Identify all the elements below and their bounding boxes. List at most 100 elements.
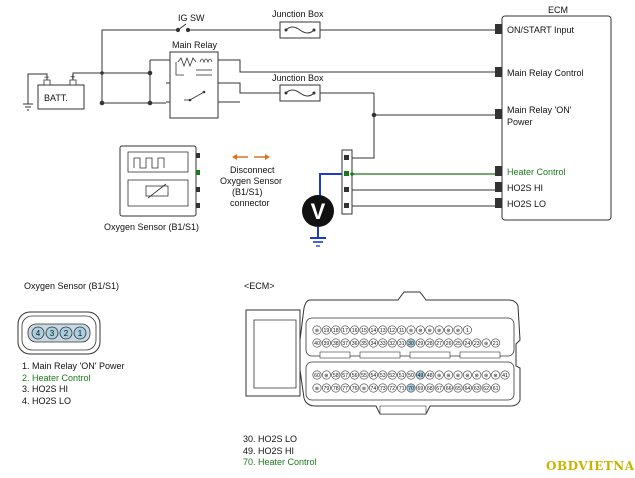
ecm-pin-label: 29 (418, 341, 424, 347)
ecm-pin-label: 61 (493, 386, 499, 392)
ecm-pin-label: ⊛ (484, 341, 488, 347)
ecm-pin-label: ⊛ (446, 373, 450, 379)
ecm-label-on-start: ON/START Input (507, 25, 575, 35)
ecm-pin-label: 77 (342, 386, 348, 392)
ecm-pin-label: 26 (446, 341, 452, 347)
ecm-pin-label: 63 (474, 386, 480, 392)
ecm-pin-label: ⊛ (446, 328, 450, 334)
ecm-pin-ho2s-lo (495, 198, 502, 208)
ecm-pin-72 (387, 383, 397, 393)
ecm-pin-label: 28 (427, 341, 433, 347)
ecm-pin-69 (415, 383, 425, 393)
ecm-pin-ho2s-hi (495, 182, 502, 192)
disconnect-note: Disconnect Oxygen Sensor (B1/S1) connect… (220, 154, 282, 208)
ecm-pin-35 (359, 338, 369, 348)
ecm-pin-label: 13 (380, 328, 386, 334)
ecm-pin-label: 32 (389, 341, 395, 347)
ecm-pin-label: 17 (342, 328, 348, 334)
ecm-pin-unused (453, 325, 463, 335)
ecm-pin-71 (397, 383, 407, 393)
ecm-pin-label: 11 (399, 328, 404, 334)
ecm-pin-31 (397, 338, 407, 348)
ecm-pin-unused (321, 370, 331, 380)
disconnect-line-3: (B1/S1) (232, 187, 263, 197)
ecm-pin-49 (415, 370, 425, 380)
sensor-pin-label-4: 4 (36, 329, 41, 338)
ecm-pin-legend: 30. HO2S LO 49. HO2S HI 70. Heater Contr… (243, 434, 317, 469)
ecm-pin-label: 25 (455, 341, 461, 347)
junction-box-2-label: Junction Box (272, 73, 324, 83)
ecm-pin-64 (462, 383, 472, 393)
ecm-pin-23 (472, 338, 482, 348)
ecm-pin-label: 65 (455, 386, 461, 392)
ecm-pin-unused (472, 370, 482, 380)
relay-wiring (99, 59, 495, 159)
ecm-pin-70 (406, 383, 416, 393)
ecm-pin-40 (312, 338, 322, 348)
junction-box-1: Junction Box (272, 9, 324, 39)
ecm-pin-label: 66 (446, 386, 452, 392)
ecm-pin-label: 23 (474, 341, 480, 347)
harness-connector (341, 149, 353, 215)
ecm-pin-label: 38 (333, 341, 339, 347)
ecm-pin-27 (434, 338, 444, 348)
ecm-pin-label: ⊛ (324, 373, 328, 379)
ecm-pin-1 (462, 325, 472, 335)
ecm-pin-label: ⊛ (437, 328, 441, 334)
ecm-pin-73 (378, 383, 388, 393)
ecm-pin-label: 40 (314, 341, 320, 347)
ecm-pin-on-start (495, 24, 502, 34)
ecm-pin-label: 24 (465, 341, 471, 347)
ecm-pin-30 (406, 338, 416, 348)
sensor-pin-2 (59, 326, 73, 340)
ecm-pin-label: 14 (371, 328, 377, 334)
ecm-pin-41 (500, 370, 510, 380)
ecm-pin-label: 31 (399, 341, 405, 347)
ecm-pin-label: 72 (389, 386, 395, 392)
ecm-pin-unused (434, 325, 444, 335)
ecm-pin-label: 16 (352, 328, 358, 334)
sensor-pin-label-2: 2 (64, 329, 69, 338)
ecm-pin-label: 36 (352, 341, 358, 347)
ecm-pin-label: ⊛ (428, 328, 432, 334)
ig-switch-circuit (101, 23, 495, 103)
ecm-pin-label: 69 (418, 386, 424, 392)
ecm-pin-label: 39 (324, 341, 330, 347)
ecm-pin-label: 78 (333, 386, 339, 392)
ecm-legend-30: 30. HO2S LO (243, 434, 298, 444)
sensor-pin-1 (73, 326, 87, 340)
ecm-pin-label: 33 (380, 341, 386, 347)
ecm-pin-label: ⊛ (484, 373, 488, 379)
ecm-pin-label: 37 (342, 341, 348, 347)
ecm-pin-14 (368, 325, 378, 335)
ecm-pin-label: 41 (502, 373, 508, 379)
watermark: OBDVIETNAM (546, 459, 635, 473)
ecm-pin-label: 35 (361, 341, 367, 347)
sensor-pin-3 (45, 326, 59, 340)
ecm-pin-39 (321, 338, 331, 348)
battery: BATT. − + (23, 71, 104, 111)
ecm-pin-16 (350, 325, 360, 335)
ecm-pin-29 (415, 338, 425, 348)
ecm-pin-label: 57 (342, 373, 348, 379)
ecm-pin-32 (387, 338, 397, 348)
ecm-pin-unused (406, 325, 416, 335)
ecm-pin-main-relay-control (495, 67, 502, 77)
ecm-pin-heater (495, 166, 502, 176)
ecm-pin-unused (453, 370, 463, 380)
ecm-pin-label: 71 (399, 386, 405, 392)
ecm-pin-label: 30 (408, 341, 414, 347)
ecm-pin-unused (434, 370, 444, 380)
ecm-pin-label: 54 (371, 373, 377, 379)
disconnect-line-4: connector (230, 198, 270, 208)
ecm-pin-53 (378, 370, 388, 380)
ecm-pin-61 (491, 383, 501, 393)
ecm-pin-label: ⊛ (315, 328, 319, 334)
ecm-pin-label: ⊛ (362, 386, 366, 392)
ecm-pin-unused (491, 370, 501, 380)
oxygen-sensor-label: Oxygen Sensor (B1/S1) (104, 222, 199, 232)
ecm-pin-63 (472, 383, 482, 393)
ecm-pin-51 (397, 370, 407, 380)
ecm-pin-68 (425, 383, 435, 393)
